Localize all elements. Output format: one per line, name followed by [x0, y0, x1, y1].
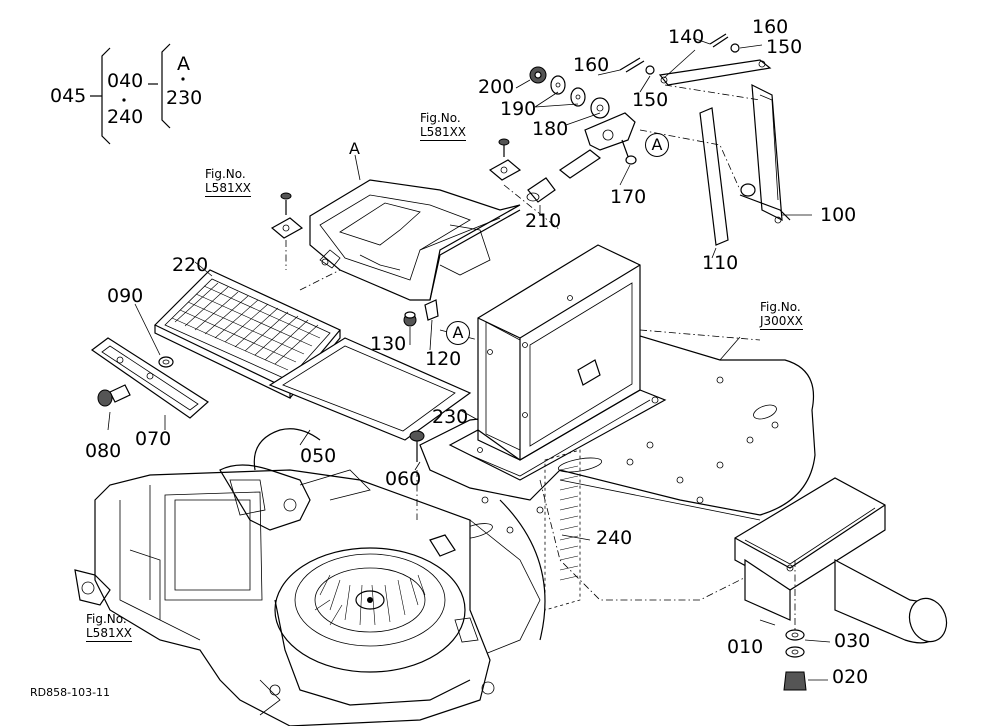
washer-180 [590, 97, 610, 119]
part-label-110: 110 [702, 252, 739, 274]
marker-a: A [349, 139, 360, 158]
leader-lines [107, 37, 831, 681]
fig-ref-title: Fig.No. [205, 167, 246, 181]
part-label-170: 170 [610, 186, 647, 208]
plate-240 [544, 449, 581, 611]
part-label-230: 230 [432, 406, 469, 428]
part-label-080: 080 [85, 440, 122, 462]
legend-label-mid-top: 040 [107, 70, 144, 92]
box-230 [448, 244, 667, 481]
part-label-150: 150 [632, 89, 669, 111]
washers-150 [645, 43, 740, 75]
fig-ref-title: Fig.No. [420, 111, 461, 125]
gasket-050 [268, 337, 472, 441]
duct-010 [734, 477, 948, 644]
fig-ref-title: Fig.No. [86, 612, 127, 626]
washers-190 [550, 75, 586, 107]
marker-a-circle-lower: A [446, 321, 470, 345]
part-label-150-top: 150 [766, 36, 803, 58]
part-label-240: 240 [596, 527, 633, 549]
part-label-130: 130 [370, 333, 407, 355]
duct-cover [309, 179, 521, 301]
fig-ref-number: J300XX [760, 314, 803, 330]
clip-120 [424, 299, 439, 321]
pin-160 [619, 33, 729, 73]
bracket-100 [739, 83, 791, 224]
fig-ref-right: Fig.No. J300XX [760, 300, 803, 330]
knob-080 [97, 384, 131, 407]
knob-210 [526, 177, 556, 203]
washers-030 [785, 629, 805, 658]
legend-brackets [90, 43, 185, 145]
nut-020 [783, 671, 807, 691]
part-label-020: 020 [832, 666, 869, 688]
bracket-center [488, 138, 522, 181]
fig-ref-number: L581XX [420, 125, 467, 141]
fig-ref-title: Fig.No. [760, 300, 801, 314]
part-label-190: 190 [500, 98, 537, 120]
part-label-070: 070 [135, 428, 172, 450]
fig-ref-center-upper: Fig.No. L581XX [420, 111, 467, 141]
legend-label-right-top: A [177, 53, 190, 75]
part-label-060: 060 [385, 468, 422, 490]
part-label-160-top: 160 [752, 16, 789, 38]
marker-a-circle-upper: A [645, 133, 669, 157]
fig-ref-number: L581XX [205, 181, 252, 197]
diagram-code: RD858-103-11 [30, 686, 111, 699]
grommet-130 [403, 311, 417, 327]
part-label-100: 100 [820, 204, 857, 226]
bolt-060 [409, 430, 425, 462]
part-label-220: 220 [172, 254, 209, 276]
part-label-210: 210 [525, 210, 562, 232]
legend-label-right-bottom: 230 [166, 87, 203, 109]
part-label-140: 140 [668, 26, 705, 48]
part-label-010: 010 [727, 636, 764, 658]
legend-label-mid-bottom: 240 [107, 106, 144, 128]
part-label-030: 030 [834, 630, 871, 652]
filter-220 [153, 269, 341, 399]
fig-ref-number: L581XX [86, 626, 133, 642]
legend-label-outer: 045 [50, 85, 87, 107]
plate-110 [699, 107, 729, 246]
lever-140 [658, 59, 772, 86]
part-label-050: 050 [300, 445, 337, 467]
arm-assembly-170 [558, 112, 637, 179]
fig-ref-left-upper: Fig.No. L581XX [205, 167, 252, 197]
blower-assembly [74, 428, 495, 726]
panel-070 [90, 337, 209, 419]
washer-090 [158, 356, 174, 368]
nut-200 [529, 66, 547, 84]
part-label-180: 180 [532, 118, 569, 140]
floor-plate [419, 298, 816, 661]
part-label-120: 120 [425, 348, 462, 370]
part-label-160: 160 [573, 54, 610, 76]
fig-ref-left-lower: Fig.No. L581XX [86, 612, 133, 642]
part-label-090: 090 [107, 285, 144, 307]
bracket-left [270, 192, 304, 239]
part-label-200: 200 [478, 76, 515, 98]
